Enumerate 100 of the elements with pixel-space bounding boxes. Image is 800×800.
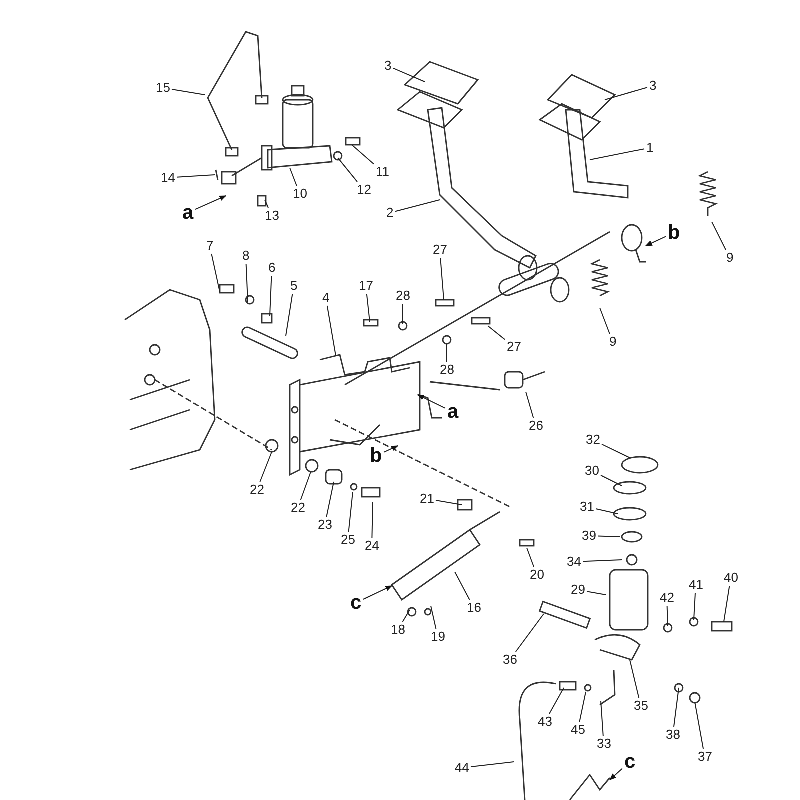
reference-letter: b [370,446,382,466]
callout-number: 27 [507,340,522,354]
leader-line [712,222,726,250]
leader-line [598,536,620,538]
reference-letter: a [182,203,194,223]
callout-number: 33 [597,737,612,751]
leader-line [666,606,668,626]
leader-line [211,254,220,292]
callout-number: 34 [567,555,582,569]
callout-number: 28 [396,289,410,303]
leader-line [549,688,564,714]
leader-line [724,586,730,622]
leader-line [470,762,514,768]
callout-number: 23 [318,518,332,532]
callout-number: 35 [634,699,648,713]
callout-number: 36 [503,653,518,667]
callout-number: 39 [582,529,596,543]
leader-line [440,258,444,300]
leader-line [172,89,206,96]
reference-letter: a [448,402,459,422]
leader-line [586,591,606,596]
leader-line [446,344,448,362]
callout-number: 15 [156,81,170,95]
leader-line [176,174,216,178]
leader-line [366,294,370,322]
leader-line [604,87,648,100]
leader-line [596,508,618,514]
callout-number: 2 [386,206,394,220]
callout-number: 3 [384,59,392,73]
reference-arrow [645,236,666,246]
callout-number: 19 [431,630,446,644]
leader-line [515,614,544,652]
leader-line [402,610,410,622]
leader-line [602,444,630,458]
leader-line [395,200,440,212]
leader-line [352,144,374,165]
callout-number: 25 [341,533,356,547]
leader-line [402,304,404,324]
callout-number: 27 [433,243,448,257]
callout-number: 5 [290,279,298,293]
leader-line [526,548,534,568]
leader-line [454,572,470,600]
leader-line [488,326,506,340]
callout-number: 9 [726,251,734,265]
reference-arrow [384,446,399,453]
callout-number: 29 [571,583,586,597]
callout-number: 22 [291,501,306,515]
leader-line [430,606,437,630]
callout-number: 14 [161,171,176,185]
callout-number: 40 [724,571,738,585]
callout-number: 44 [455,761,470,775]
leader-line [286,294,294,336]
reference-letter: b [668,223,680,243]
leader-line [436,500,462,506]
leader-line [694,702,704,750]
callout-number: 31 [580,500,594,514]
leader-line [338,158,358,182]
leader-line [326,306,336,356]
callout-number: 21 [420,492,434,506]
leader-line [630,660,640,698]
callout-number: 30 [585,464,600,478]
leader-line [600,700,604,736]
leader-line [264,200,269,208]
reference-letter: c [624,752,636,772]
leader-line [290,168,298,186]
callout-number: 24 [365,539,380,553]
leader-line [590,148,645,160]
leader-line [270,276,272,316]
leader-line [582,560,622,562]
callout-number: 28 [440,363,454,377]
callout-number: 32 [586,433,600,447]
leader-line [300,472,312,500]
callout-number: 1 [646,141,654,155]
leader-line [260,452,272,482]
callout-number: 26 [529,419,544,433]
reference-arrow [609,768,623,780]
callout-number: 42 [660,591,674,605]
leader-line [326,482,334,518]
callout-number: 3 [650,79,657,93]
leader-line [579,692,586,722]
callout-number: 22 [250,483,264,497]
callout-number: 4 [322,291,330,305]
callout-number: 20 [530,568,544,582]
callout-number: 10 [293,187,308,201]
leader-line [372,502,374,538]
callout-number: 7 [206,239,214,253]
callout-number: 17 [359,279,374,293]
callout-number: 41 [689,578,704,592]
callout-number: 6 [268,261,276,275]
callout-number: 16 [467,601,482,615]
callout-number: 37 [698,750,712,764]
leader-line [526,392,534,418]
callout-number: 38 [666,728,680,742]
reference-letter: c [350,593,362,613]
leader-line [348,492,354,532]
leader-line [600,308,610,334]
reference-arrow [195,196,227,210]
callout-number: 45 [571,723,586,737]
callout-number: 8 [242,249,250,263]
leader-line [694,592,696,620]
